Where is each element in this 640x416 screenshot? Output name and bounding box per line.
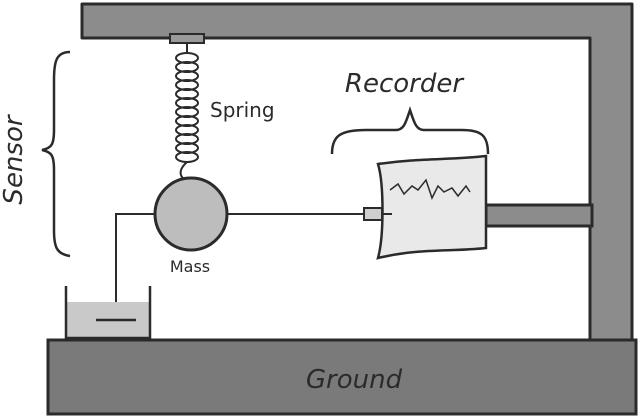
sensor-brace (41, 50, 71, 258)
recorder-trace (389, 178, 471, 200)
recorder-support-arm (484, 203, 594, 228)
sensor-label: Sensor (0, 113, 29, 204)
damper (64, 213, 158, 340)
ground-slab: Ground (46, 338, 638, 416)
mass (153, 176, 229, 252)
recorder-label: Recorder (345, 69, 465, 99)
mass-assembly: Mass (153, 176, 370, 276)
recorder-paper (376, 154, 488, 260)
recorder-pen (363, 207, 383, 221)
ground-block (46, 338, 638, 416)
recorder: Recorder (330, 69, 490, 260)
frame-structure (80, 2, 634, 342)
recorder-brace (330, 106, 490, 155)
spring-coil (175, 52, 199, 163)
damper-container (64, 286, 152, 340)
support-frame (80, 2, 634, 342)
sensor-group: Sensor (0, 50, 71, 258)
mass-label: Mass (170, 257, 210, 276)
spring-mount (169, 33, 205, 44)
spring-assembly: Spring (169, 33, 275, 183)
damper-rod (115, 213, 158, 320)
ground-label: Ground (306, 365, 403, 395)
spring-label: Spring (210, 98, 275, 122)
